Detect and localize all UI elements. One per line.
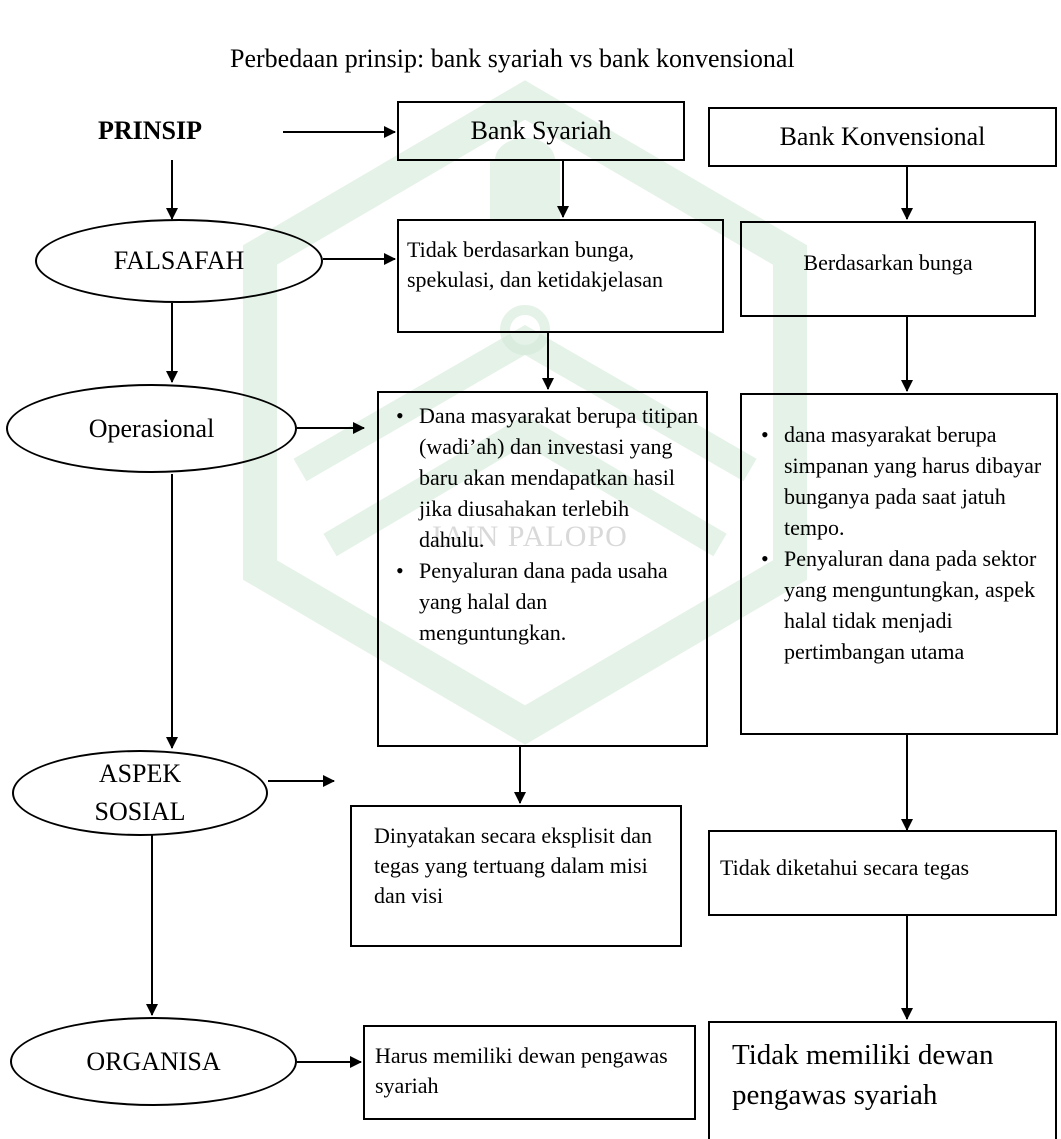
aspect-operasional-label: Operasional bbox=[88, 413, 215, 443]
principle-label: PRINSIP bbox=[98, 116, 203, 145]
konvensional-aspek-sosial-box: Tidak diketahui secara tegas bbox=[708, 830, 1057, 916]
column-header-syariah: Bank Syariah bbox=[397, 101, 685, 161]
konvensional-operasional-item: dana masyarakat berupa simpanan yang har… bbox=[761, 419, 1052, 543]
syariah-operasional-item: Dana masyarakat berupa titipan (wadi’ah)… bbox=[396, 400, 700, 555]
syariah-operasional-item: Penyaluran dana pada usaha yang halal da… bbox=[396, 555, 700, 648]
konvensional-operasional-list: dana masyarakat berupa simpanan yang har… bbox=[742, 419, 1052, 667]
syariah-operasional-list: Dana masyarakat berupa titipan (wadi’ah)… bbox=[389, 400, 700, 648]
diagram-title: Perbedaan prinsip: bank syariah vs bank … bbox=[230, 44, 795, 73]
aspect-organisasi-label: ORGANISA bbox=[86, 1046, 221, 1076]
syariah-aspek-sosial-text: Dinyatakan secara eksplisit dan tegas ya… bbox=[374, 823, 652, 908]
aspect-falsafah-label: FALSAFAH bbox=[113, 246, 245, 275]
konvensional-organisasi-box: Tidak memiliki dewan pengawas syariah bbox=[708, 1021, 1057, 1139]
syariah-aspek-sosial-box: Dinyatakan secara eksplisit dan tegas ya… bbox=[350, 805, 682, 947]
konvensional-aspek-sosial-text: Tidak diketahui secara tegas bbox=[720, 855, 970, 880]
aspect-sosial-label-line2: SOSIAL bbox=[94, 797, 186, 826]
aspect-organisasi: ORGANISA bbox=[10, 1017, 297, 1106]
syariah-falsafah-box: Tidak berdasarkan bunga, spekulasi, dan … bbox=[397, 219, 724, 333]
aspect-falsafah: FALSAFAH bbox=[35, 219, 323, 303]
konvensional-falsafah-box: Berdasarkan bunga bbox=[740, 221, 1036, 317]
column-header-syariah-label: Bank Syariah bbox=[470, 116, 612, 145]
aspect-sosial: ASPEK SOSIAL bbox=[12, 750, 268, 836]
konvensional-falsafah-text: Berdasarkan bunga bbox=[803, 250, 973, 275]
konvensional-organisasi-text: Tidak memiliki dewan pengawas syariah bbox=[732, 1039, 994, 1111]
syariah-organisasi-text: Harus memiliki dewan pengawas syariah bbox=[375, 1043, 668, 1098]
syariah-falsafah-text: Tidak berdasarkan bunga, spekulasi, dan … bbox=[407, 237, 663, 292]
column-header-konvensional-label: Bank Konvensional bbox=[779, 122, 986, 151]
aspect-sosial-label-line1: ASPEK bbox=[98, 759, 182, 788]
konvensional-operasional-box: dana masyarakat berupa simpanan yang har… bbox=[740, 393, 1058, 735]
column-header-konvensional: Bank Konvensional bbox=[708, 107, 1057, 167]
syariah-organisasi-box: Harus memiliki dewan pengawas syariah bbox=[363, 1025, 696, 1120]
syariah-operasional-box: Dana masyarakat berupa titipan (wadi’ah)… bbox=[377, 391, 708, 747]
aspect-operasional: Operasional bbox=[6, 384, 297, 473]
konvensional-operasional-item: Penyaluran dana pada sektor yang mengunt… bbox=[761, 543, 1052, 667]
